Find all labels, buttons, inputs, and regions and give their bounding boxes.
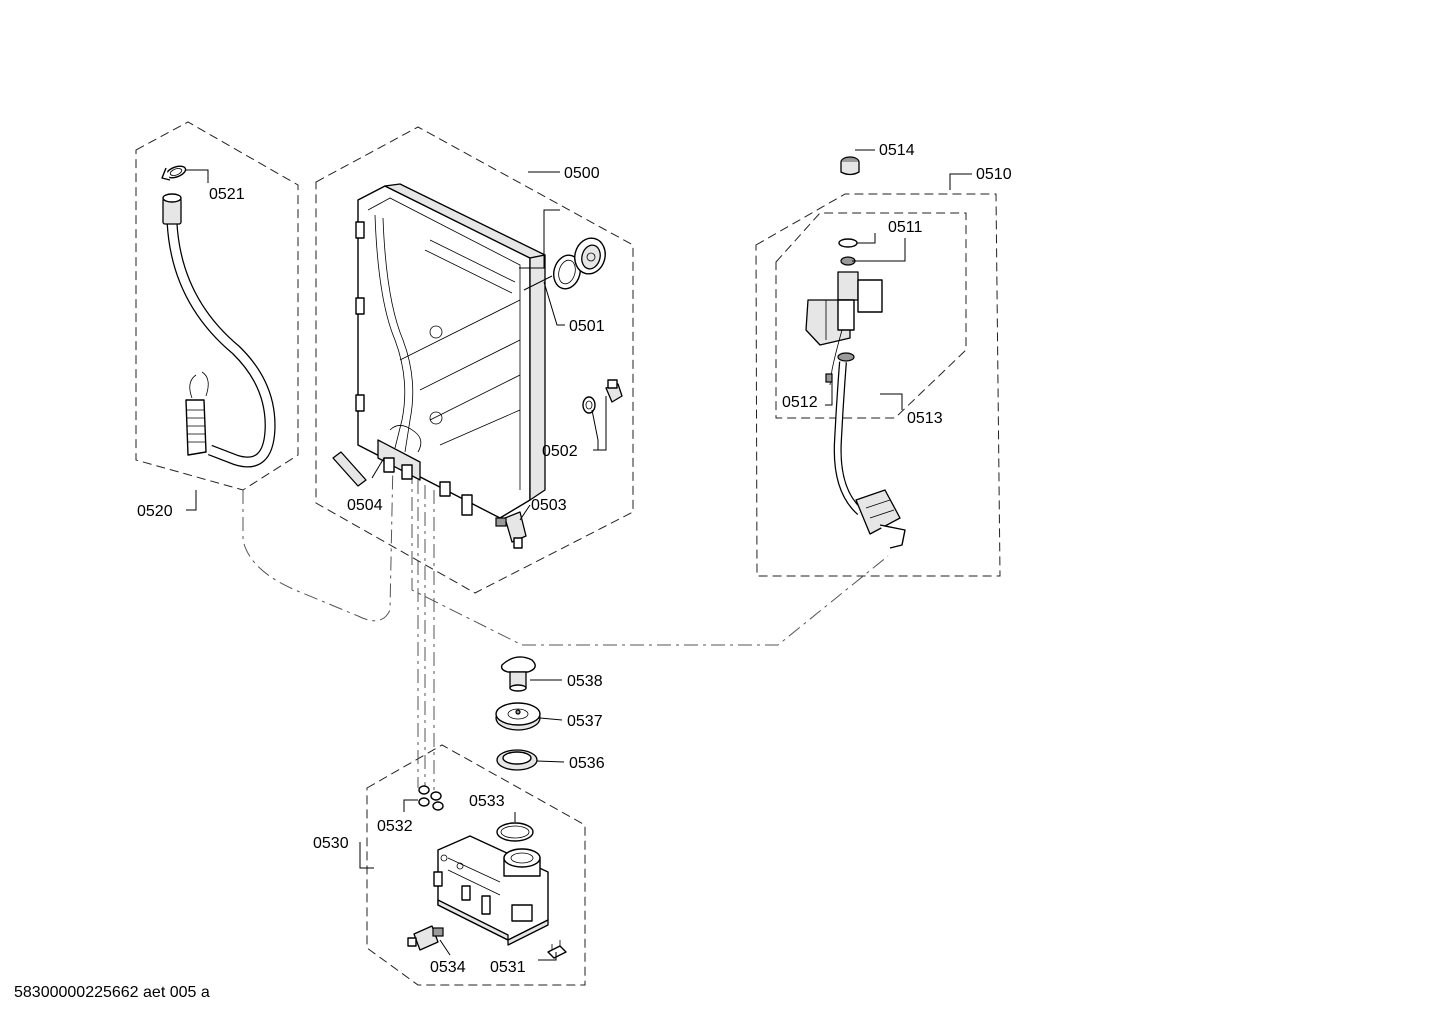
callout-0500: 0500 bbox=[564, 165, 600, 182]
callout-0504: 0504 bbox=[347, 497, 383, 514]
softener-unit-icon bbox=[433, 835, 549, 946]
callout-0521: 0521 bbox=[209, 186, 245, 203]
callout-0510: 0510 bbox=[976, 166, 1012, 183]
ring-icon bbox=[496, 749, 538, 771]
callout-0533: 0533 bbox=[469, 793, 505, 810]
callout-0501: 0501 bbox=[569, 318, 605, 335]
sensor-plug-icon bbox=[407, 925, 444, 951]
callout-0503: 0503 bbox=[531, 497, 567, 514]
drain-hose-icon bbox=[162, 193, 276, 468]
large-o-ring-icon bbox=[496, 822, 534, 842]
seal-rings-icon bbox=[552, 237, 606, 290]
callout-0532: 0532 bbox=[377, 818, 413, 835]
callout-0513: 0513 bbox=[907, 410, 943, 427]
inlet-valve-icon bbox=[805, 271, 906, 549]
group-boundary-0513 bbox=[775, 212, 967, 419]
group-boundary-0520 bbox=[135, 121, 299, 491]
connection-line-to-0510 bbox=[411, 470, 889, 646]
callout-0530: 0530 bbox=[313, 835, 349, 852]
callout-0502: 0502 bbox=[542, 443, 578, 460]
cover-disc-icon bbox=[495, 702, 541, 731]
clip-icon bbox=[547, 940, 567, 959]
group-boundary-0530 bbox=[366, 744, 586, 986]
leader-lines bbox=[186, 149, 972, 961]
callout-0536: 0536 bbox=[569, 755, 605, 772]
callout-0514: 0514 bbox=[879, 142, 915, 159]
callout-0511: 0511 bbox=[888, 219, 923, 236]
o-ring-icon bbox=[838, 238, 858, 266]
small-seals-icon bbox=[418, 785, 444, 811]
cap-icon bbox=[500, 656, 536, 692]
callout-0537: 0537 bbox=[567, 713, 603, 730]
callout-0531: 0531 bbox=[490, 959, 526, 976]
drawing-code: 58300000225662 aet 005 a bbox=[14, 984, 210, 1001]
rod-icon bbox=[332, 451, 367, 487]
cap-nut-icon bbox=[840, 156, 860, 176]
hose-clamp-icon bbox=[161, 165, 187, 181]
callout-0520: 0520 bbox=[137, 503, 173, 520]
callout-0534: 0534 bbox=[430, 959, 466, 976]
callout-0512: 0512 bbox=[782, 394, 818, 411]
group-boundary-0510 bbox=[755, 193, 1001, 577]
callout-0538: 0538 bbox=[567, 673, 603, 690]
connector-seal-icon bbox=[582, 379, 623, 414]
connection-hose-line bbox=[242, 459, 394, 622]
water-tank-icon bbox=[355, 183, 546, 519]
group-boundary-0500 bbox=[315, 126, 634, 594]
